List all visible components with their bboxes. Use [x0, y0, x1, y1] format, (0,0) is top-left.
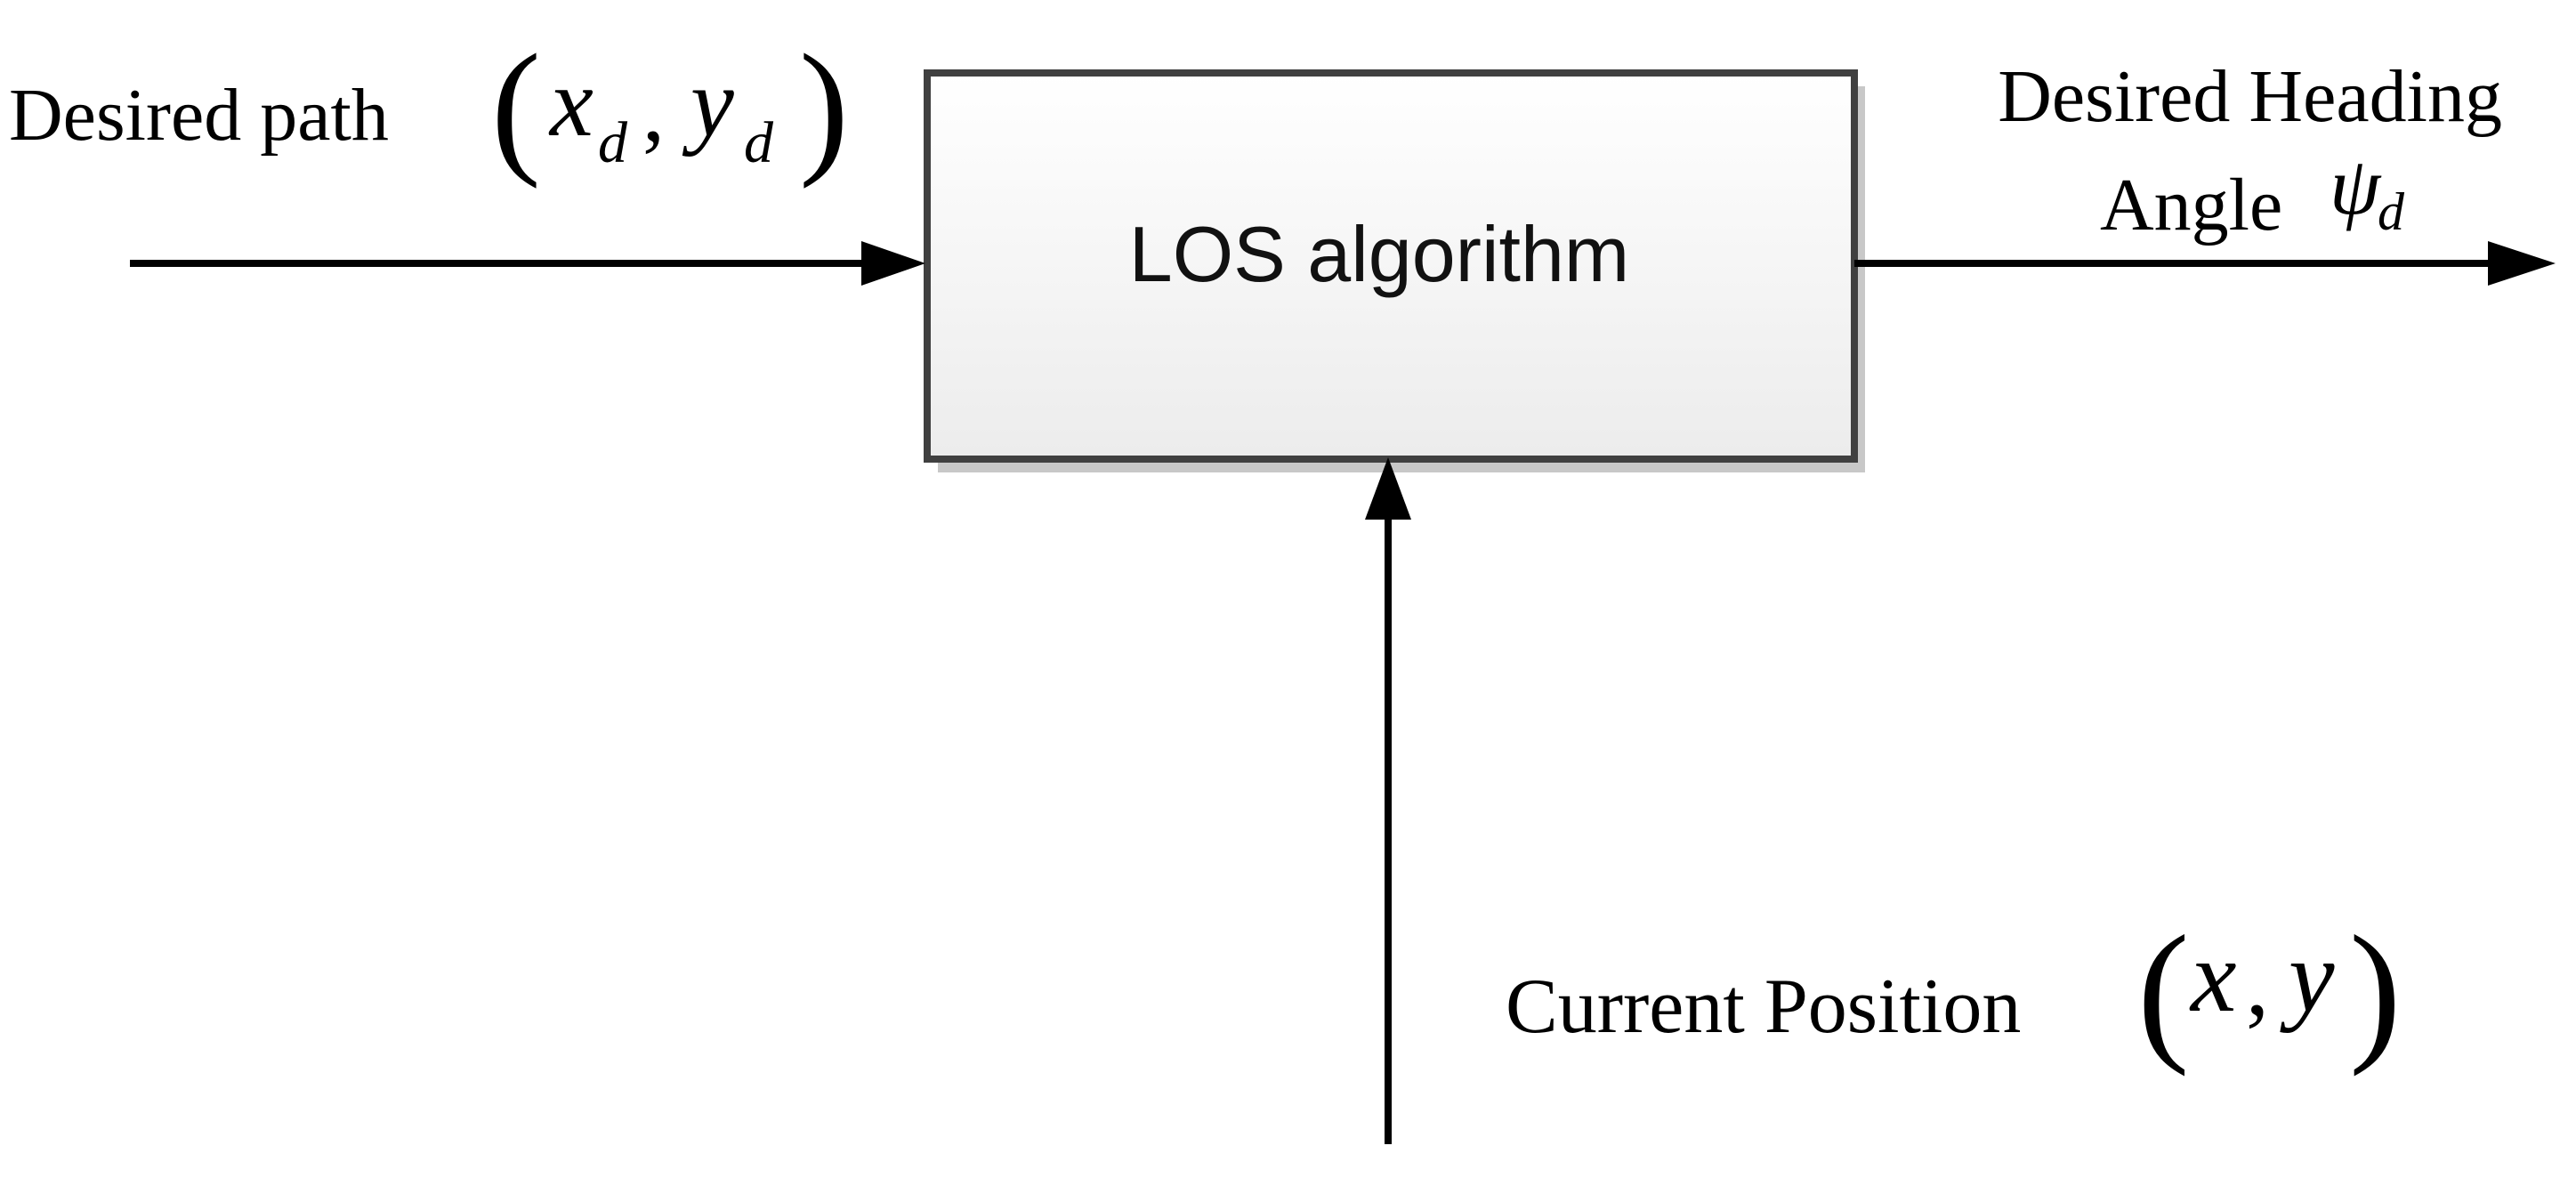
current-position-arrowhead — [1365, 457, 1411, 520]
desired-path-comma: , — [642, 61, 665, 160]
current-position-open-paren: ( — [2137, 904, 2190, 1077]
heading-label-line2: Angle — [2100, 164, 2282, 246]
desired-path-open-paren: ( — [491, 24, 541, 190]
current-position-var-x: x — [2189, 920, 2237, 1034]
heading-arrowhead — [2488, 241, 2556, 286]
desired-path-label: Desired path — [9, 74, 389, 157]
current-position-text: Current Position — [1506, 964, 2021, 1050]
current-position-var-y: y — [2280, 920, 2335, 1034]
los-algorithm-block — [924, 69, 1858, 463]
current-position-comma: , — [2246, 932, 2269, 1035]
heading-label-line1: Desired Heading — [1998, 55, 2502, 138]
desired-path-sub-y: d — [744, 110, 774, 175]
heading-symbol-psi: ψ — [2330, 141, 2382, 231]
desired-path-var-x: x — [548, 48, 594, 157]
desired-path-close-paren: ) — [799, 24, 849, 190]
desired-path-arrowhead — [861, 241, 925, 286]
block-label: LOS algorithm — [1129, 210, 1629, 298]
heading-symbol-sub: d — [2378, 182, 2405, 241]
desired-path-sub-x: d — [598, 110, 628, 175]
desired-path-text: Desired path — [9, 74, 389, 157]
desired-path-var-y: y — [682, 48, 734, 157]
current-position-close-paren: ) — [2349, 904, 2402, 1077]
